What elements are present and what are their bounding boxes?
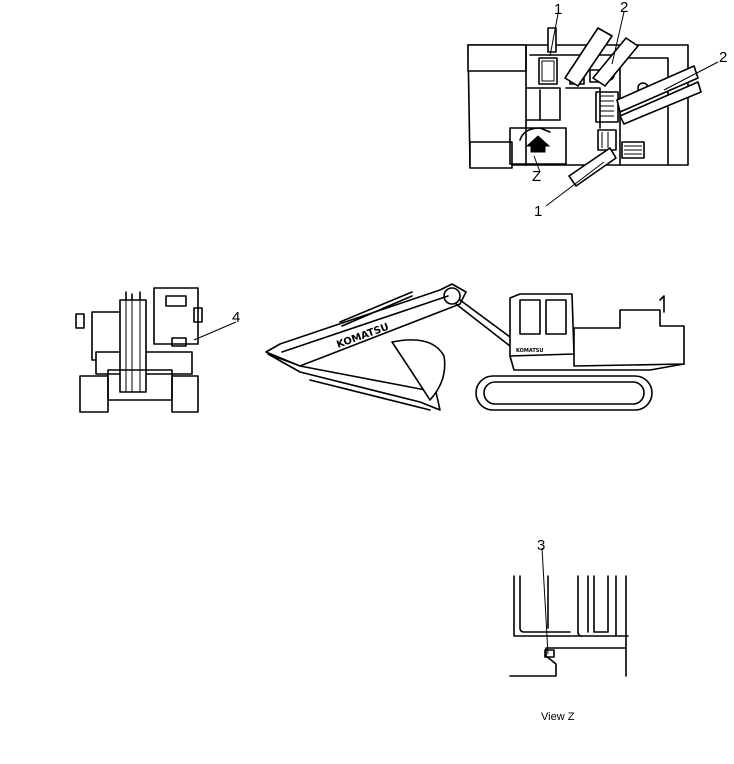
callout-1-top: 1 bbox=[554, 1, 562, 18]
top-leaders bbox=[533, 11, 719, 207]
rear-view-machine bbox=[75, 287, 203, 413]
callout-4: 4 bbox=[232, 309, 240, 326]
callout-1-bottom: 1 bbox=[534, 203, 542, 220]
callout-3: 3 bbox=[537, 537, 545, 554]
view-z-caption: View Z bbox=[541, 711, 575, 723]
leader-3 bbox=[541, 547, 549, 655]
callout-2-right: 2 bbox=[719, 49, 727, 66]
arrow-z-icon bbox=[525, 135, 551, 153]
side-view-excavator: KOMATSU KOMATSU bbox=[265, 283, 685, 411]
cab-brand-text: KOMATSU bbox=[516, 348, 543, 354]
leader-4 bbox=[193, 321, 237, 341]
callout-2-top: 2 bbox=[620, 0, 628, 16]
label-z: Z bbox=[532, 168, 541, 185]
top-decal-strips bbox=[547, 27, 702, 187]
view-z-detail bbox=[509, 575, 629, 677]
